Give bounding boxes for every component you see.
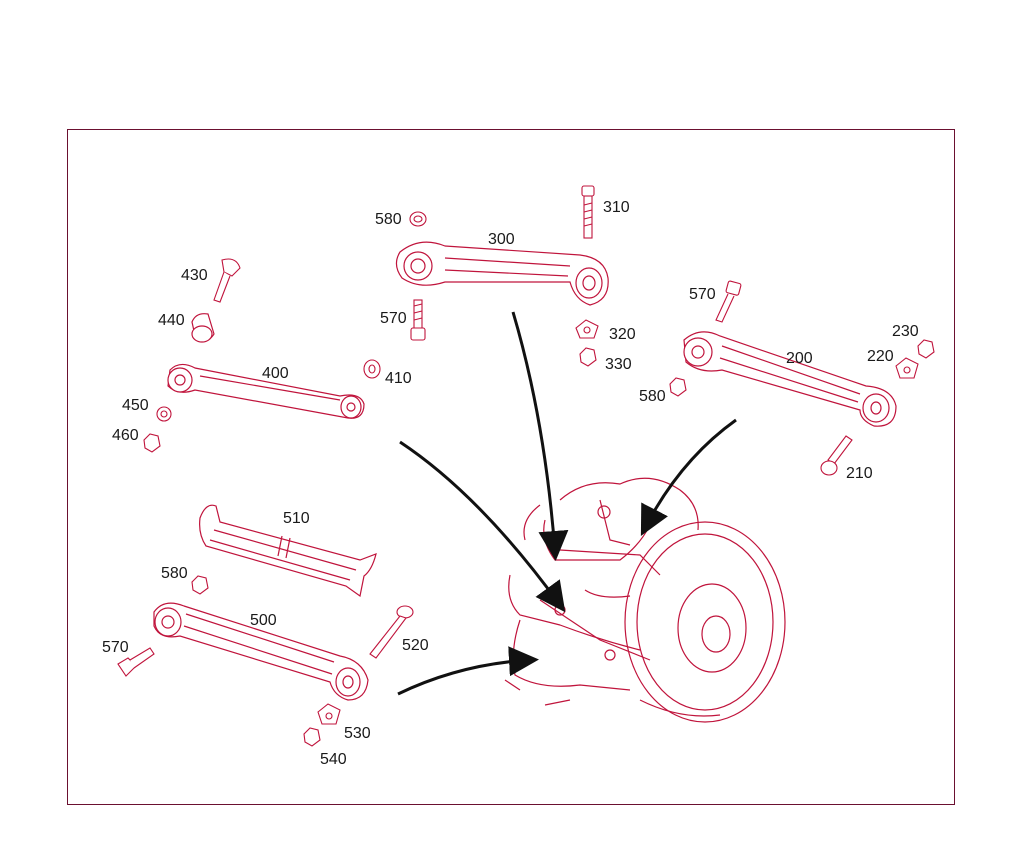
part-210-bolt: [820, 435, 853, 476]
diagram-frame: [67, 129, 955, 805]
part-570-bolt-middle: [410, 299, 426, 341]
callout-520: 520: [402, 637, 429, 654]
part-450-washer: [156, 406, 172, 422]
callout-570: 570: [380, 310, 407, 327]
part-500-control-arm: [153, 602, 369, 701]
callout-570: 570: [102, 639, 129, 656]
callout-410: 410: [385, 370, 412, 387]
callout-310: 310: [603, 199, 630, 216]
arrow-300-to-carrier: [511, 311, 569, 561]
callout-570: 570: [689, 286, 716, 303]
wheel-carrier-assembly: [504, 477, 786, 723]
part-580-nut-right: [669, 377, 687, 397]
part-440-bushing: [191, 313, 215, 343]
callout-400: 400: [262, 365, 289, 382]
callout-580: 580: [161, 565, 188, 582]
callout-320: 320: [609, 326, 636, 343]
part-510-cover: [199, 504, 377, 598]
callout-200: 200: [786, 350, 813, 367]
callout-510: 510: [283, 510, 310, 527]
part-570-bolt-right: [715, 280, 742, 323]
callout-450: 450: [122, 397, 149, 414]
callout-500: 500: [250, 612, 277, 629]
part-220-eccentric-washer: [895, 357, 919, 379]
part-300-control-arm: [395, 241, 609, 306]
part-580-nut-lower: [191, 575, 209, 595]
assembly-arrows: [397, 311, 737, 696]
part-200-control-arm: [683, 331, 897, 427]
callout-540: 540: [320, 751, 347, 768]
callout-530: 530: [344, 725, 371, 742]
part-530-eccentric-washer: [317, 703, 341, 725]
callout-440: 440: [158, 312, 185, 329]
part-540-nut: [303, 727, 321, 747]
callout-330: 330: [605, 356, 632, 373]
part-400-control-arm: [167, 363, 365, 419]
part-460-nut: [143, 433, 161, 453]
arrow-200-to-carrier: [640, 418, 737, 537]
part-570-bolt-lower: [117, 647, 155, 677]
callout-220: 220: [867, 348, 894, 365]
part-310-bolt: [581, 185, 595, 239]
part-580-nut-top: [409, 211, 427, 227]
arrow-500-to-carrier: [397, 646, 539, 696]
callout-210: 210: [846, 465, 873, 482]
part-520-bolt: [369, 605, 414, 659]
part-330-nut: [579, 347, 597, 367]
callout-430: 430: [181, 267, 208, 284]
callout-labels: 310 580 300 430 570 440 320 570 230 330 …: [102, 199, 919, 768]
part-230-nut: [917, 339, 935, 359]
part-430-bolt: [213, 258, 241, 303]
callout-230: 230: [892, 323, 919, 340]
callout-580: 580: [639, 388, 666, 405]
callout-460: 460: [112, 427, 139, 444]
part-320-eccentric-washer: [575, 319, 599, 339]
callout-580: 580: [375, 211, 402, 228]
arrow-400-to-carrier: [399, 440, 566, 613]
callout-300: 300: [488, 231, 515, 248]
part-410-washer: [363, 359, 381, 379]
